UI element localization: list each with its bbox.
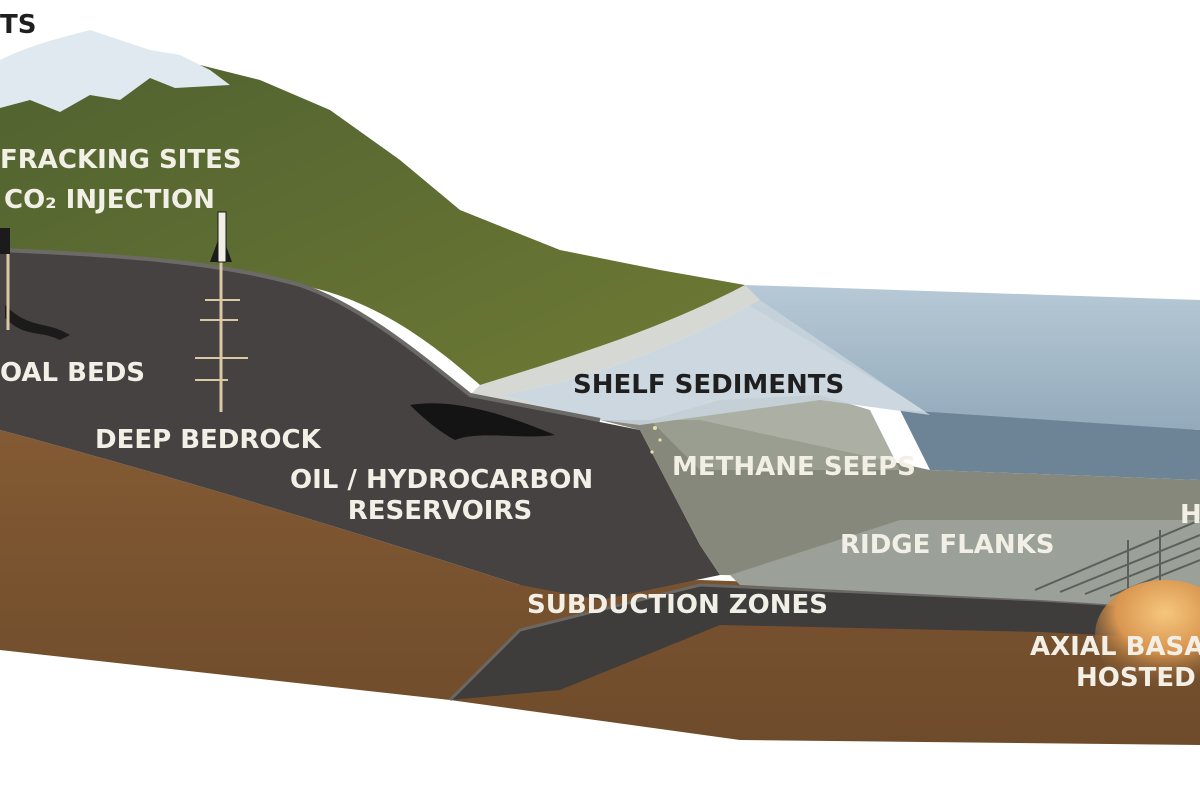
label-subduction-zones: SUBDUCTION ZONES: [527, 590, 828, 621]
label-axial-basalt: AXIAL BASA HOSTED: [1030, 632, 1200, 693]
label-fracking-sites: FRACKING SITES: [0, 145, 242, 176]
label-oil-line1: OIL / HYDROCARBON: [290, 465, 590, 496]
label-coal-beds: OAL BEDS: [0, 358, 145, 389]
coal-well-rig: [0, 228, 10, 254]
label-ridge-flanks: RIDGE FLANKS: [840, 530, 1055, 561]
label-oil-line2: RESERVOIRS: [290, 496, 590, 527]
label-axial-line1: AXIAL BASA: [1030, 632, 1200, 663]
label-shelf-sediments: SHELF SEDIMENTS: [573, 370, 844, 401]
label-top-cut: TS: [0, 10, 36, 41]
label-deep-bedrock: DEEP BEDROCK: [95, 425, 321, 456]
label-oil-reservoirs: OIL / HYDROCARBON RESERVOIRS: [290, 465, 590, 526]
label-right-cut: H: [1180, 500, 1200, 531]
label-axial-line2: HOSTED: [1030, 663, 1200, 694]
label-methane-seeps: METHANE SEEPS: [672, 452, 916, 483]
label-co2-injection: CO₂ INJECTION: [4, 185, 215, 216]
